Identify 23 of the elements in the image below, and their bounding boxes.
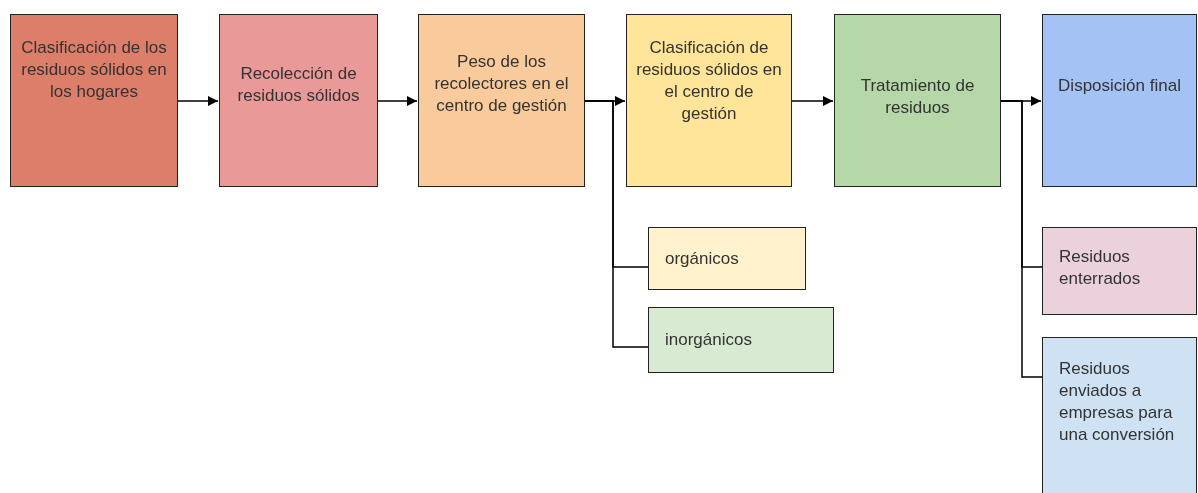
process-box [626,14,792,187]
connector-arrow [377,95,418,107]
process-box [1042,337,1197,493]
process-box [1042,227,1197,315]
box-label: Recolección de residuos sólidos [236,63,361,107]
process-box [219,14,378,187]
process-box [834,14,1001,187]
connector-arrow [791,95,834,107]
process-box [10,14,178,187]
box-label: Tratamiento de residuos [859,75,976,119]
connector-arrow [177,95,219,107]
box-label: inorgánicos [665,329,752,351]
process-box [418,14,585,187]
box-label: Residuos enterrados [1059,246,1142,290]
process-box [1042,14,1197,187]
process-box [648,307,834,373]
box-label: Clasificación de los residuos sólidos en los hogares [20,37,168,103]
box-label: Peso de los recolectores en el centro de gestión [433,51,570,117]
box-label: Disposición final [1058,75,1181,97]
box-label: Clasificación de residuos sólidos en el centro de gestión [635,37,783,125]
process-box [648,227,806,290]
box-label: Residuos enviados a empresas para una conversión [1059,358,1176,446]
box-label: orgánicos [665,247,739,270]
